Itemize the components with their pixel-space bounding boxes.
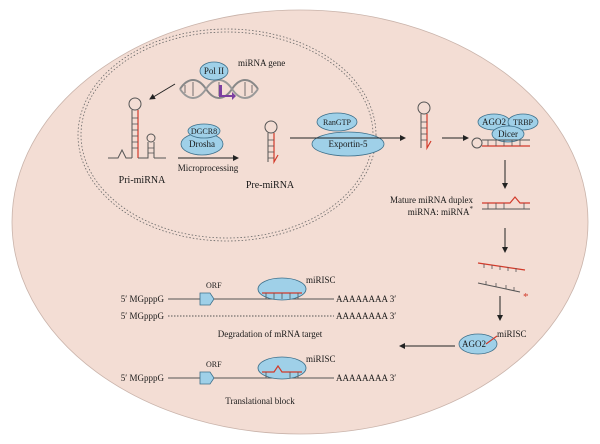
exported-pre-mirna (417, 101, 432, 151)
orf-bottom-label: ORF (206, 360, 222, 369)
mature-duplex-label-2: miRNA: miRNA* (408, 205, 474, 217)
pol2-protein (199, 61, 229, 81)
pre-mirna-label: Pre-miRNA (246, 180, 295, 191)
passenger-star: * (523, 291, 529, 303)
arrow-transcription (149, 83, 176, 100)
cell-cytoplasm (11, 9, 589, 435)
ago2-mirisc-protein (458, 333, 498, 355)
dgcr8-label: DGCR8 (191, 127, 217, 136)
translational-block-label: Translational block (225, 396, 295, 406)
polya-mid-label: AAAAAAAA 3′ (336, 311, 396, 321)
orf-top-label: ORF (206, 281, 222, 290)
dgcr8-protein (187, 123, 221, 139)
exportin5-label: Exportin-5 (329, 139, 368, 149)
mirisc-bottom-label: miRISC (306, 354, 336, 364)
dicer-complex (471, 113, 539, 149)
microprocessing-label: Microprocessing (178, 163, 239, 173)
mirisc-right-label: miRISC (497, 329, 527, 339)
degradation-label: Degradation of mRNA target (218, 329, 323, 339)
pri-mirna-structure (108, 97, 166, 159)
rangtp-label: RanGTP (323, 118, 352, 127)
polya-bottom-label: AAAAAAAA 3′ (336, 373, 396, 383)
ago2-top-label: AGO2 (482, 117, 506, 127)
orf-bottom-marker (199, 371, 215, 385)
polya-top-label: AAAAAAAA 3′ (336, 294, 396, 304)
prime5-bottom-label: 5′ MGpppG (121, 373, 165, 383)
mature-duplex (482, 196, 530, 210)
drosha-label: Drosha (189, 139, 215, 149)
prime5-mid-label: 5′ MGpppG (121, 311, 165, 321)
mirisc-top-label: miRISC (306, 275, 336, 285)
pre-mirna-structure (264, 120, 279, 165)
mirisc-bottom-protein (257, 356, 307, 380)
pri-mirna-label: Pri-miRNA (119, 175, 166, 186)
transcription-start-marker (219, 85, 236, 100)
dna-helix (179, 79, 259, 99)
mirisc-top-protein (257, 277, 307, 301)
mature-mirna-strand (477, 262, 526, 272)
dicer-label: Dicer (498, 129, 518, 139)
ago2-bottom-label: AGO2 (462, 339, 486, 349)
prime5-top-label: 5′ MGpppG (121, 294, 165, 304)
rangtp-protein (316, 112, 358, 132)
mirna-gene-label: miRNA gene (238, 58, 285, 68)
passenger-strand (477, 281, 521, 293)
pol2-label: Pol II (204, 66, 224, 76)
trbp-label: TRBP (513, 118, 534, 127)
mature-duplex-label-1: Mature miRNA duplex (390, 195, 473, 205)
orf-top-marker (199, 292, 215, 306)
